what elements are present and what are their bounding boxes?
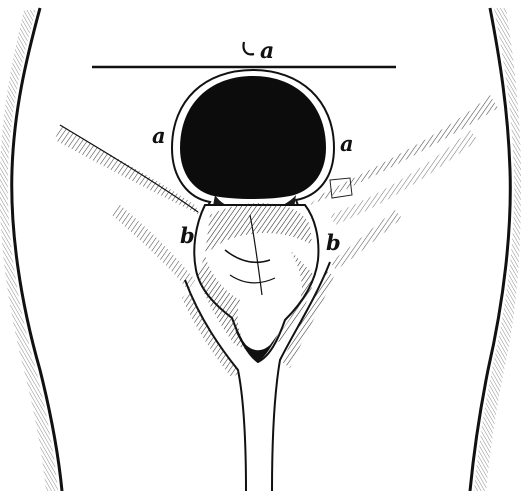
label-right-lower-b: b [326,230,341,255]
label-top-a: a [260,38,274,64]
label-left-upper-a: a [152,123,166,148]
label-right-upper-a: a [340,131,354,156]
label-top-a-group: a [243,38,274,64]
hook-icon [243,42,254,54]
left-body-contour [0,8,62,491]
label-left-lower-b: b [180,223,195,248]
right-body-contour [470,8,521,491]
